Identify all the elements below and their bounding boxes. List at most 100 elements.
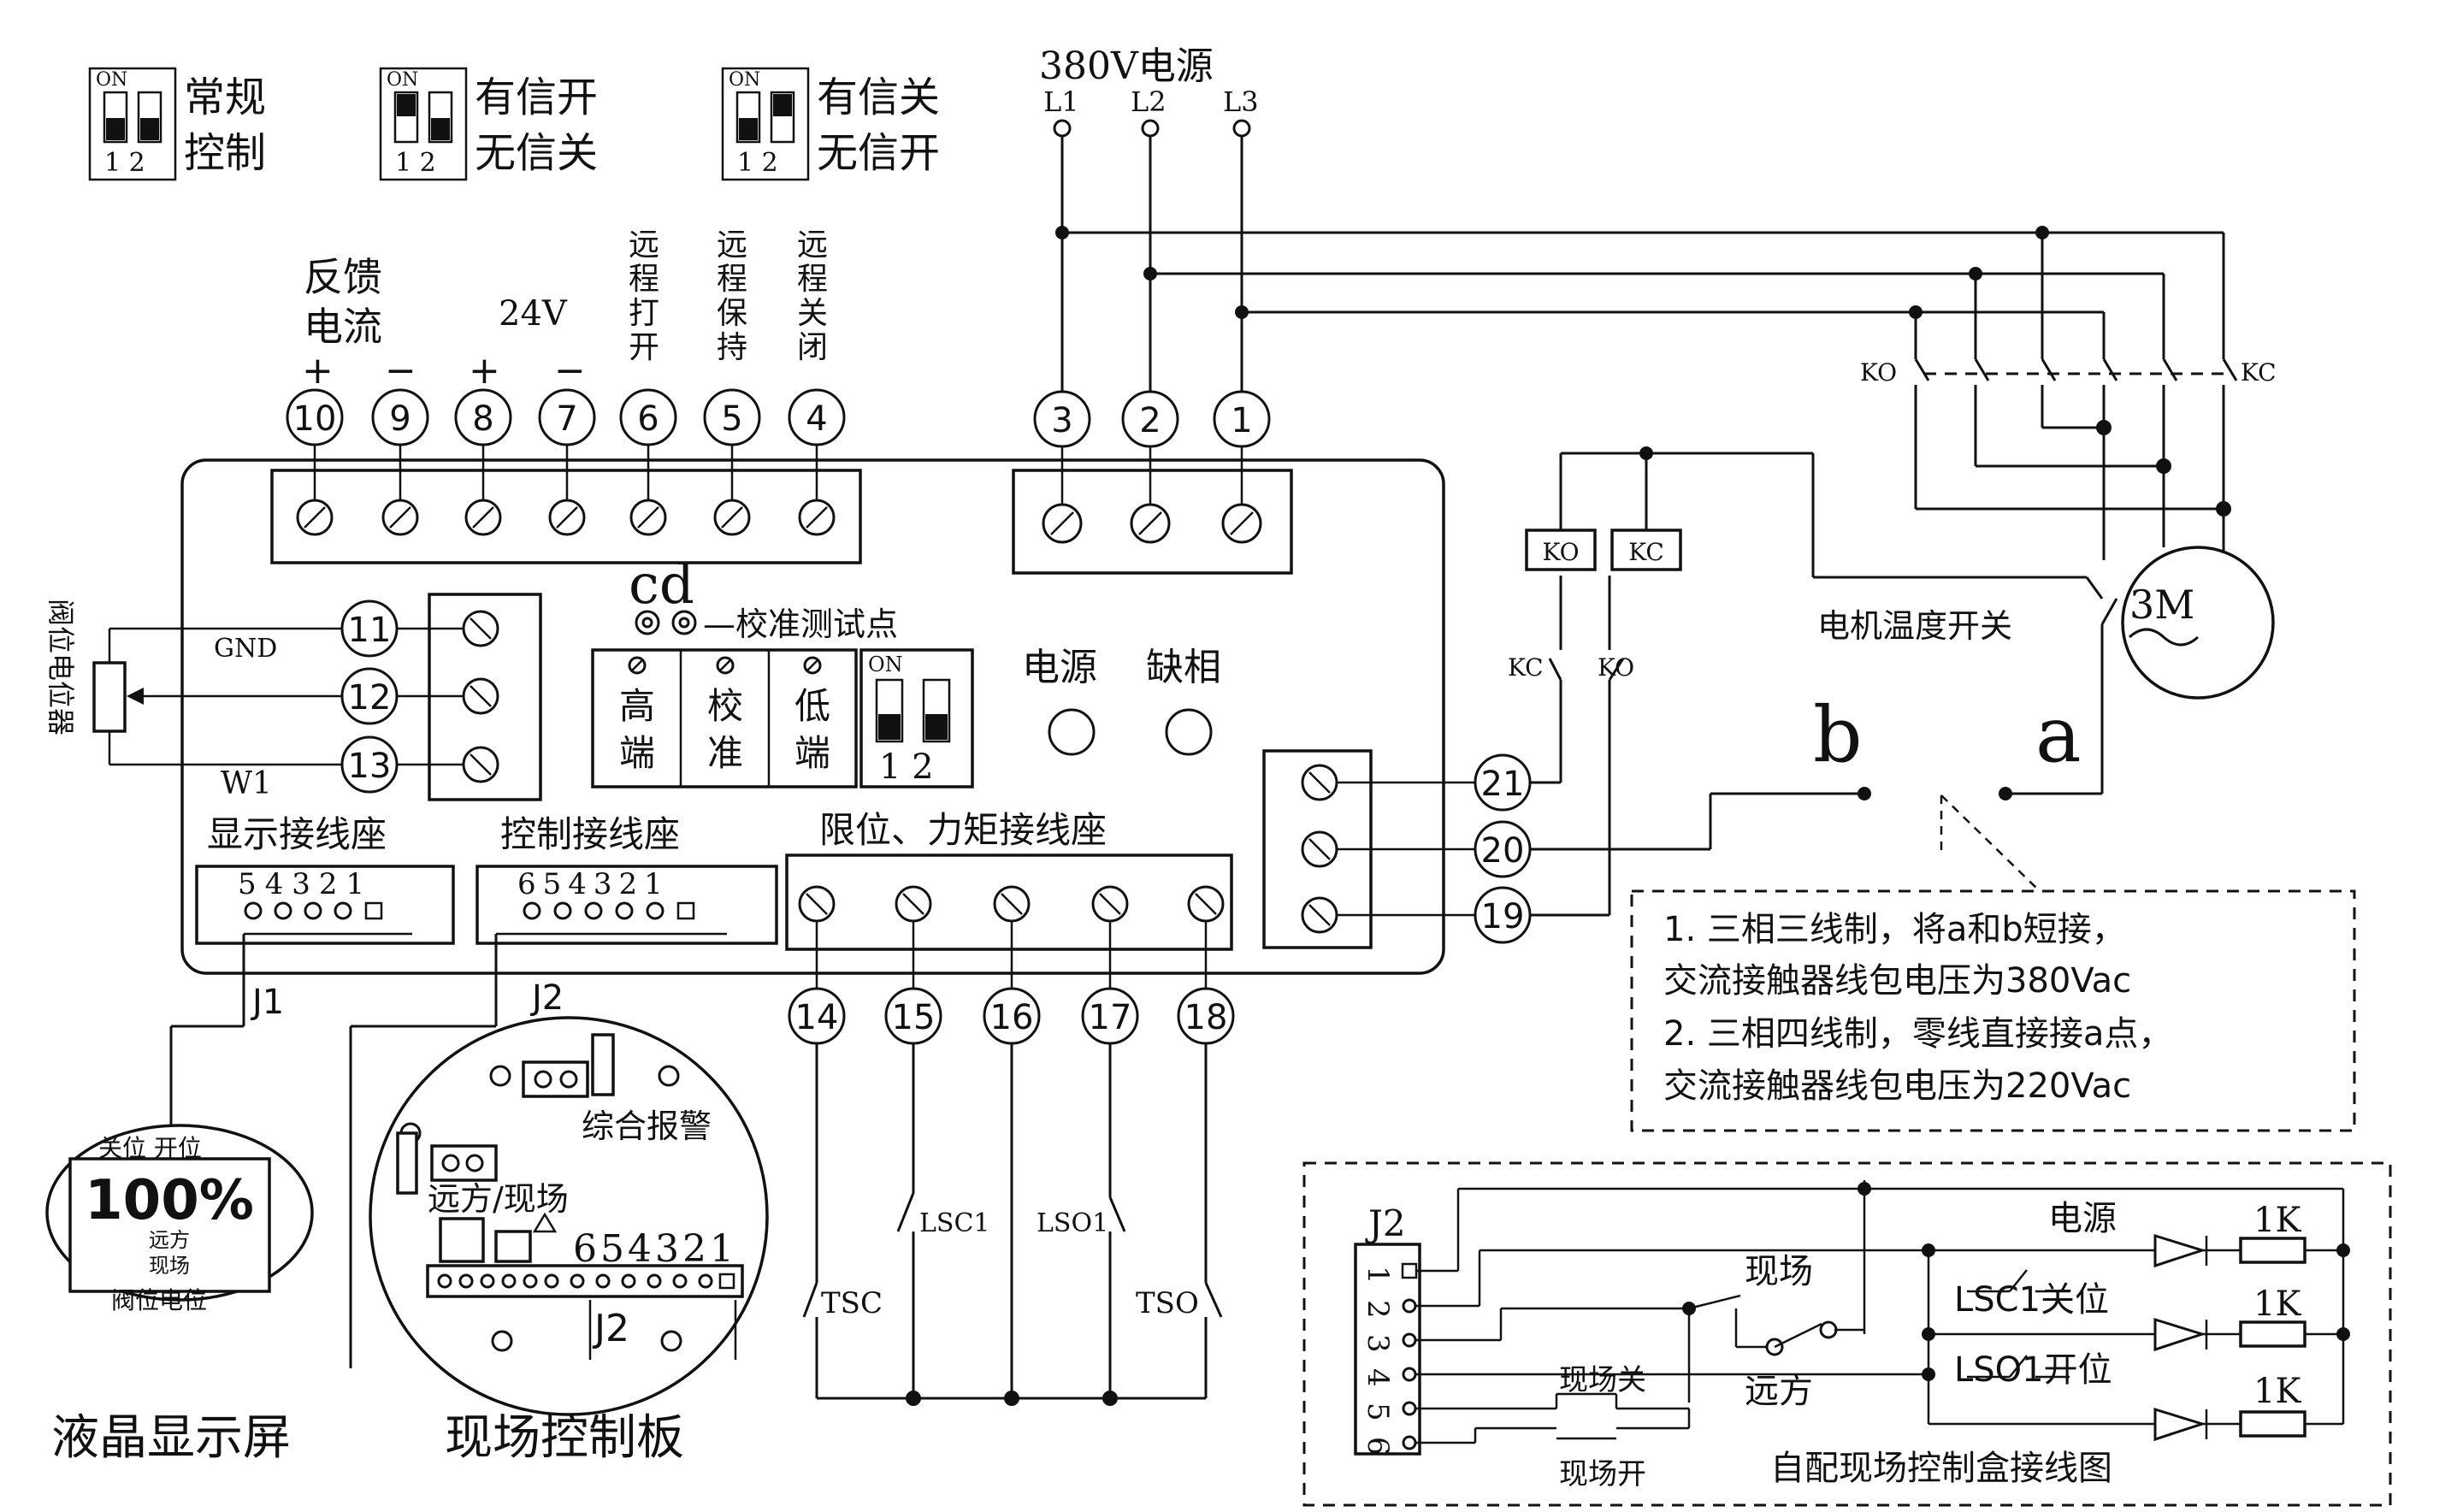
terminal-numbers-right: 21 20 19: [1474, 753, 1532, 944]
lcd-value: 100%: [85, 1169, 254, 1232]
dip-on-label: ON: [729, 69, 760, 91]
svg-text:保: 保: [717, 296, 747, 331]
dip-caption-2: 无信关: [475, 129, 598, 177]
svg-text:持: 持: [717, 330, 747, 365]
terminal-4: 4: [806, 399, 827, 439]
lcd-local: 现场: [149, 1254, 190, 1278]
test-point-label: —校准测试点: [703, 605, 898, 643]
svg-text:6: 6: [1361, 1437, 1395, 1456]
tsc-label: TSC: [821, 1286, 883, 1320]
terminal-9: 9: [389, 399, 410, 439]
terminal-14: 14: [795, 998, 839, 1037]
temp-switch-blade: [2100, 598, 2118, 625]
terminal-6: 6: [637, 399, 659, 439]
24v-label: 24V: [499, 294, 568, 334]
kc-contact-label: KC: [1508, 653, 1544, 682]
lcd-caption: 液晶显示屏: [51, 1410, 291, 1466]
svg-text:1: 1: [1361, 1266, 1395, 1285]
phase-loss-led: [1165, 708, 1213, 756]
plus-sign: +: [469, 349, 500, 393]
terminal-2: 2: [1139, 401, 1161, 440]
dip-caption-1: 有信开: [475, 74, 598, 121]
dip-legend-1: ON 1 2 常规 控制: [88, 67, 266, 181]
field-control-board: [369, 1016, 769, 1416]
terminal-11: 11: [348, 611, 392, 650]
local-open-label: 现场开: [1559, 1457, 1646, 1491]
terminal-16: 16: [990, 998, 1034, 1037]
point-a: a: [2035, 690, 2082, 780]
terminal-numbers-w1: 11 12 13: [340, 599, 464, 794]
note-line-4: 交流接触器线包电压为220Vac: [1663, 1066, 2131, 1106]
terminal-12: 12: [348, 678, 392, 718]
cd-label: cd: [629, 553, 694, 617]
box-local-label: 现场: [1745, 1252, 1813, 1291]
w1-label: W1: [221, 766, 272, 801]
svg-text:程: 程: [629, 262, 659, 297]
dip-pins: 1 2: [737, 148, 778, 178]
temp-switch: [2085, 576, 2104, 599]
display-connector-label: 显示接线座: [207, 813, 387, 855]
l1-terminal: [1053, 119, 1072, 138]
phase-l2: L2: [1131, 86, 1167, 118]
resistor-3: 1K: [2253, 1372, 2301, 1411]
phase-l3: L3: [1223, 86, 1259, 118]
cal-high: 高: [619, 685, 655, 727]
svg-text:4: 4: [1361, 1368, 1395, 1387]
w1-screws: [462, 610, 499, 783]
motor-label: 3M: [2129, 582, 2194, 628]
svg-text:关: 关: [797, 296, 828, 331]
terminal-17: 17: [1089, 998, 1132, 1037]
temp-switch-label: 电机温度开关: [1817, 607, 2012, 645]
terminal-3: 3: [1051, 401, 1072, 440]
svg-text:程: 程: [717, 262, 747, 297]
cal-calibrate: 校: [707, 685, 743, 727]
lsc1-label: LSC1: [919, 1208, 990, 1238]
box-remote-label: 远方: [1745, 1372, 1813, 1411]
gnd-label: GND: [214, 634, 277, 664]
resistor-2: 1K: [2253, 1285, 2301, 1324]
box-power-label: 电源: [2048, 1199, 2117, 1238]
kc-coil-label: KC: [1628, 538, 1664, 566]
power-bus-wires: [1055, 136, 2224, 400]
svg-text:远: 远: [797, 227, 828, 263]
dip-caption-1: 有信关: [817, 74, 940, 121]
motor-3m: [2121, 546, 2275, 700]
box-lso1-label: LSO1开位: [1954, 1350, 2112, 1390]
note-line-2: 交流接触器线包电压为380Vac: [1663, 961, 2131, 1001]
j1-label: J1: [250, 983, 284, 1022]
svg-text:远: 远: [629, 227, 659, 263]
a-b-dashed-2: [1940, 794, 2041, 892]
test-points: [635, 610, 697, 635]
opto-resistor-rows: [2153, 1233, 2306, 1442]
dip-pins: 1 2: [104, 148, 145, 178]
svg-text:开: 开: [629, 330, 659, 365]
terminal-19: 19: [1481, 897, 1525, 936]
terminal-numbers-top: 10 9 8 7 6 5 4: [286, 388, 846, 446]
svg-text:2: 2: [1361, 1300, 1395, 1319]
dip-caption-2: 控制: [184, 129, 266, 177]
display-connector: 54321: [169, 865, 455, 1137]
terminal-8: 8: [472, 399, 493, 439]
point-b: b: [1813, 690, 1863, 780]
lcd-bottom-label: 阀位电位: [111, 1286, 207, 1314]
ko-coil-label: KO: [1542, 538, 1579, 566]
note-line-1: 1. 三相三线制，将a和b短接，: [1663, 910, 2126, 949]
svg-text:1 2: 1 2: [879, 747, 934, 787]
terminal-numbers-power: 3 2 1: [1033, 390, 1271, 448]
box-j2-connector: 1 2 3 4 5 6: [1354, 1243, 1421, 1456]
lso1-label: LSO1: [1037, 1208, 1108, 1238]
power-screws: [1042, 446, 1262, 544]
calibration-block: 高 端 校 准 低 端: [591, 648, 858, 788]
l2-terminal: [1141, 119, 1160, 138]
local-close-label: 现场关: [1559, 1363, 1646, 1397]
power-led: [1048, 708, 1096, 756]
svg-text:准: 准: [707, 732, 743, 774]
terminal-18: 18: [1184, 998, 1228, 1037]
dip-pins: 1 2: [395, 148, 436, 178]
svg-text:端: 端: [619, 732, 655, 774]
lcd-top-label: 关位 开位: [98, 1134, 202, 1162]
dip-caption-2: 无信开: [817, 129, 940, 177]
terminal-20: 20: [1481, 831, 1525, 871]
box-j2-label: J2: [1365, 1202, 1406, 1244]
svg-text:3: 3: [1361, 1334, 1395, 1353]
